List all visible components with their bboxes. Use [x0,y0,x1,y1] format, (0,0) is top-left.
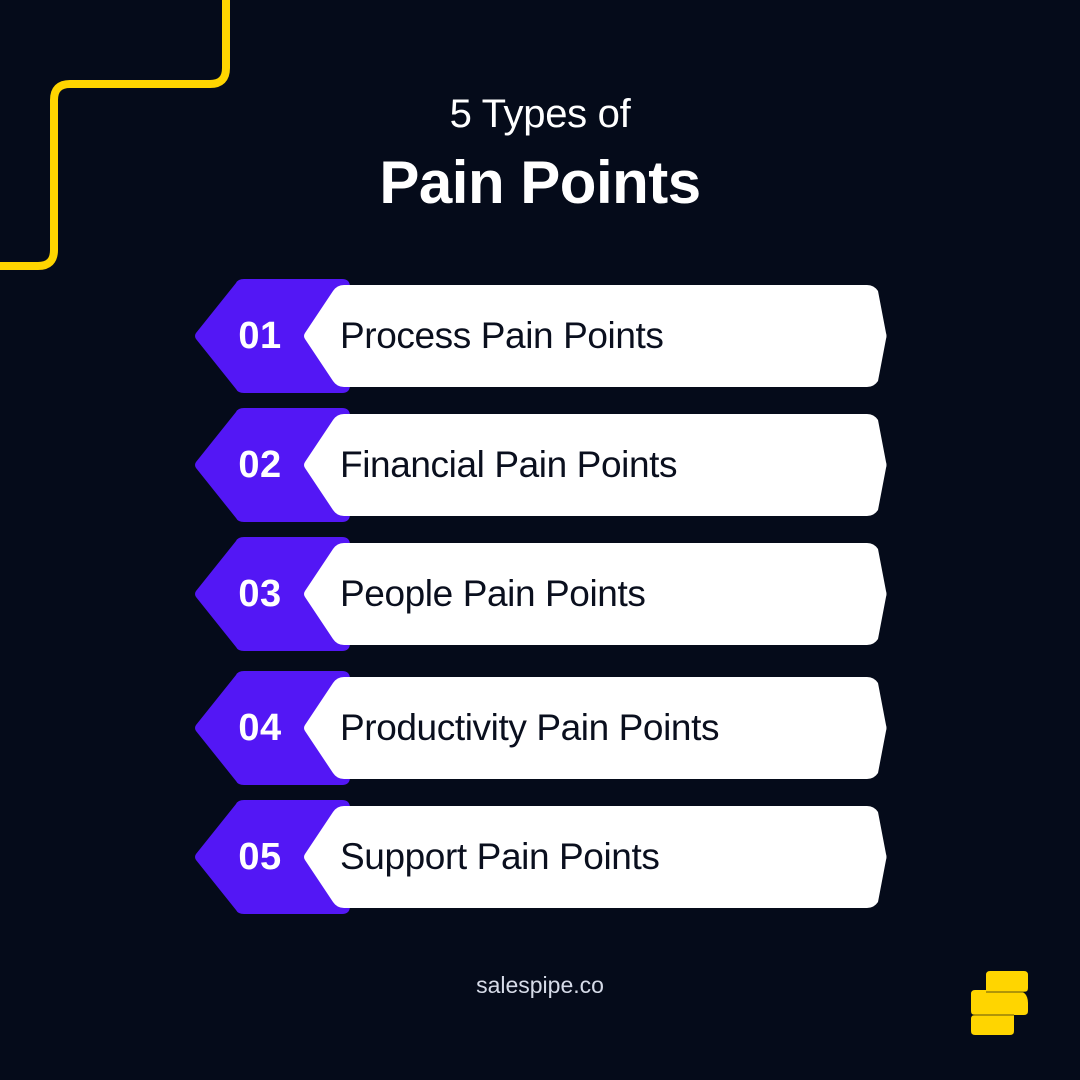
list-item-productivity: 04 Productivity Pain Points [194,671,888,785]
row-shape [195,800,887,914]
row-shape [195,671,887,785]
header-subtitle: 5 Types of [449,92,631,136]
item-label: Process Pain Points [340,315,664,356]
header: 5 Types of Pain Points [0,88,1080,222]
list-item-process: 01 Process Pain Points [194,279,888,393]
website-link[interactable]: salespipe.co [476,972,604,998]
item-number: 03 [238,572,282,615]
item-number: 05 [238,835,282,878]
row-shape [195,279,887,393]
item-number: 01 [238,314,282,357]
list-item-financial: 02 Financial Pain Points [194,408,888,522]
item-label: People Pain Points [340,573,646,614]
item-label: Productivity Pain Points [340,707,720,748]
list-item-support: 05 Support Pain Points [194,800,888,914]
item-label: Support Pain Points [340,836,660,877]
item-label: Financial Pain Points [340,444,678,485]
list-item-people: 03 People Pain Points [194,537,888,651]
decorative-step-line [0,0,230,270]
row-shape [195,537,887,651]
row-shape [195,408,887,522]
item-number: 02 [238,443,282,486]
salespipe-logo-icon [971,971,1028,1035]
item-number: 04 [238,706,282,749]
page-title: Pain Points [379,149,701,216]
